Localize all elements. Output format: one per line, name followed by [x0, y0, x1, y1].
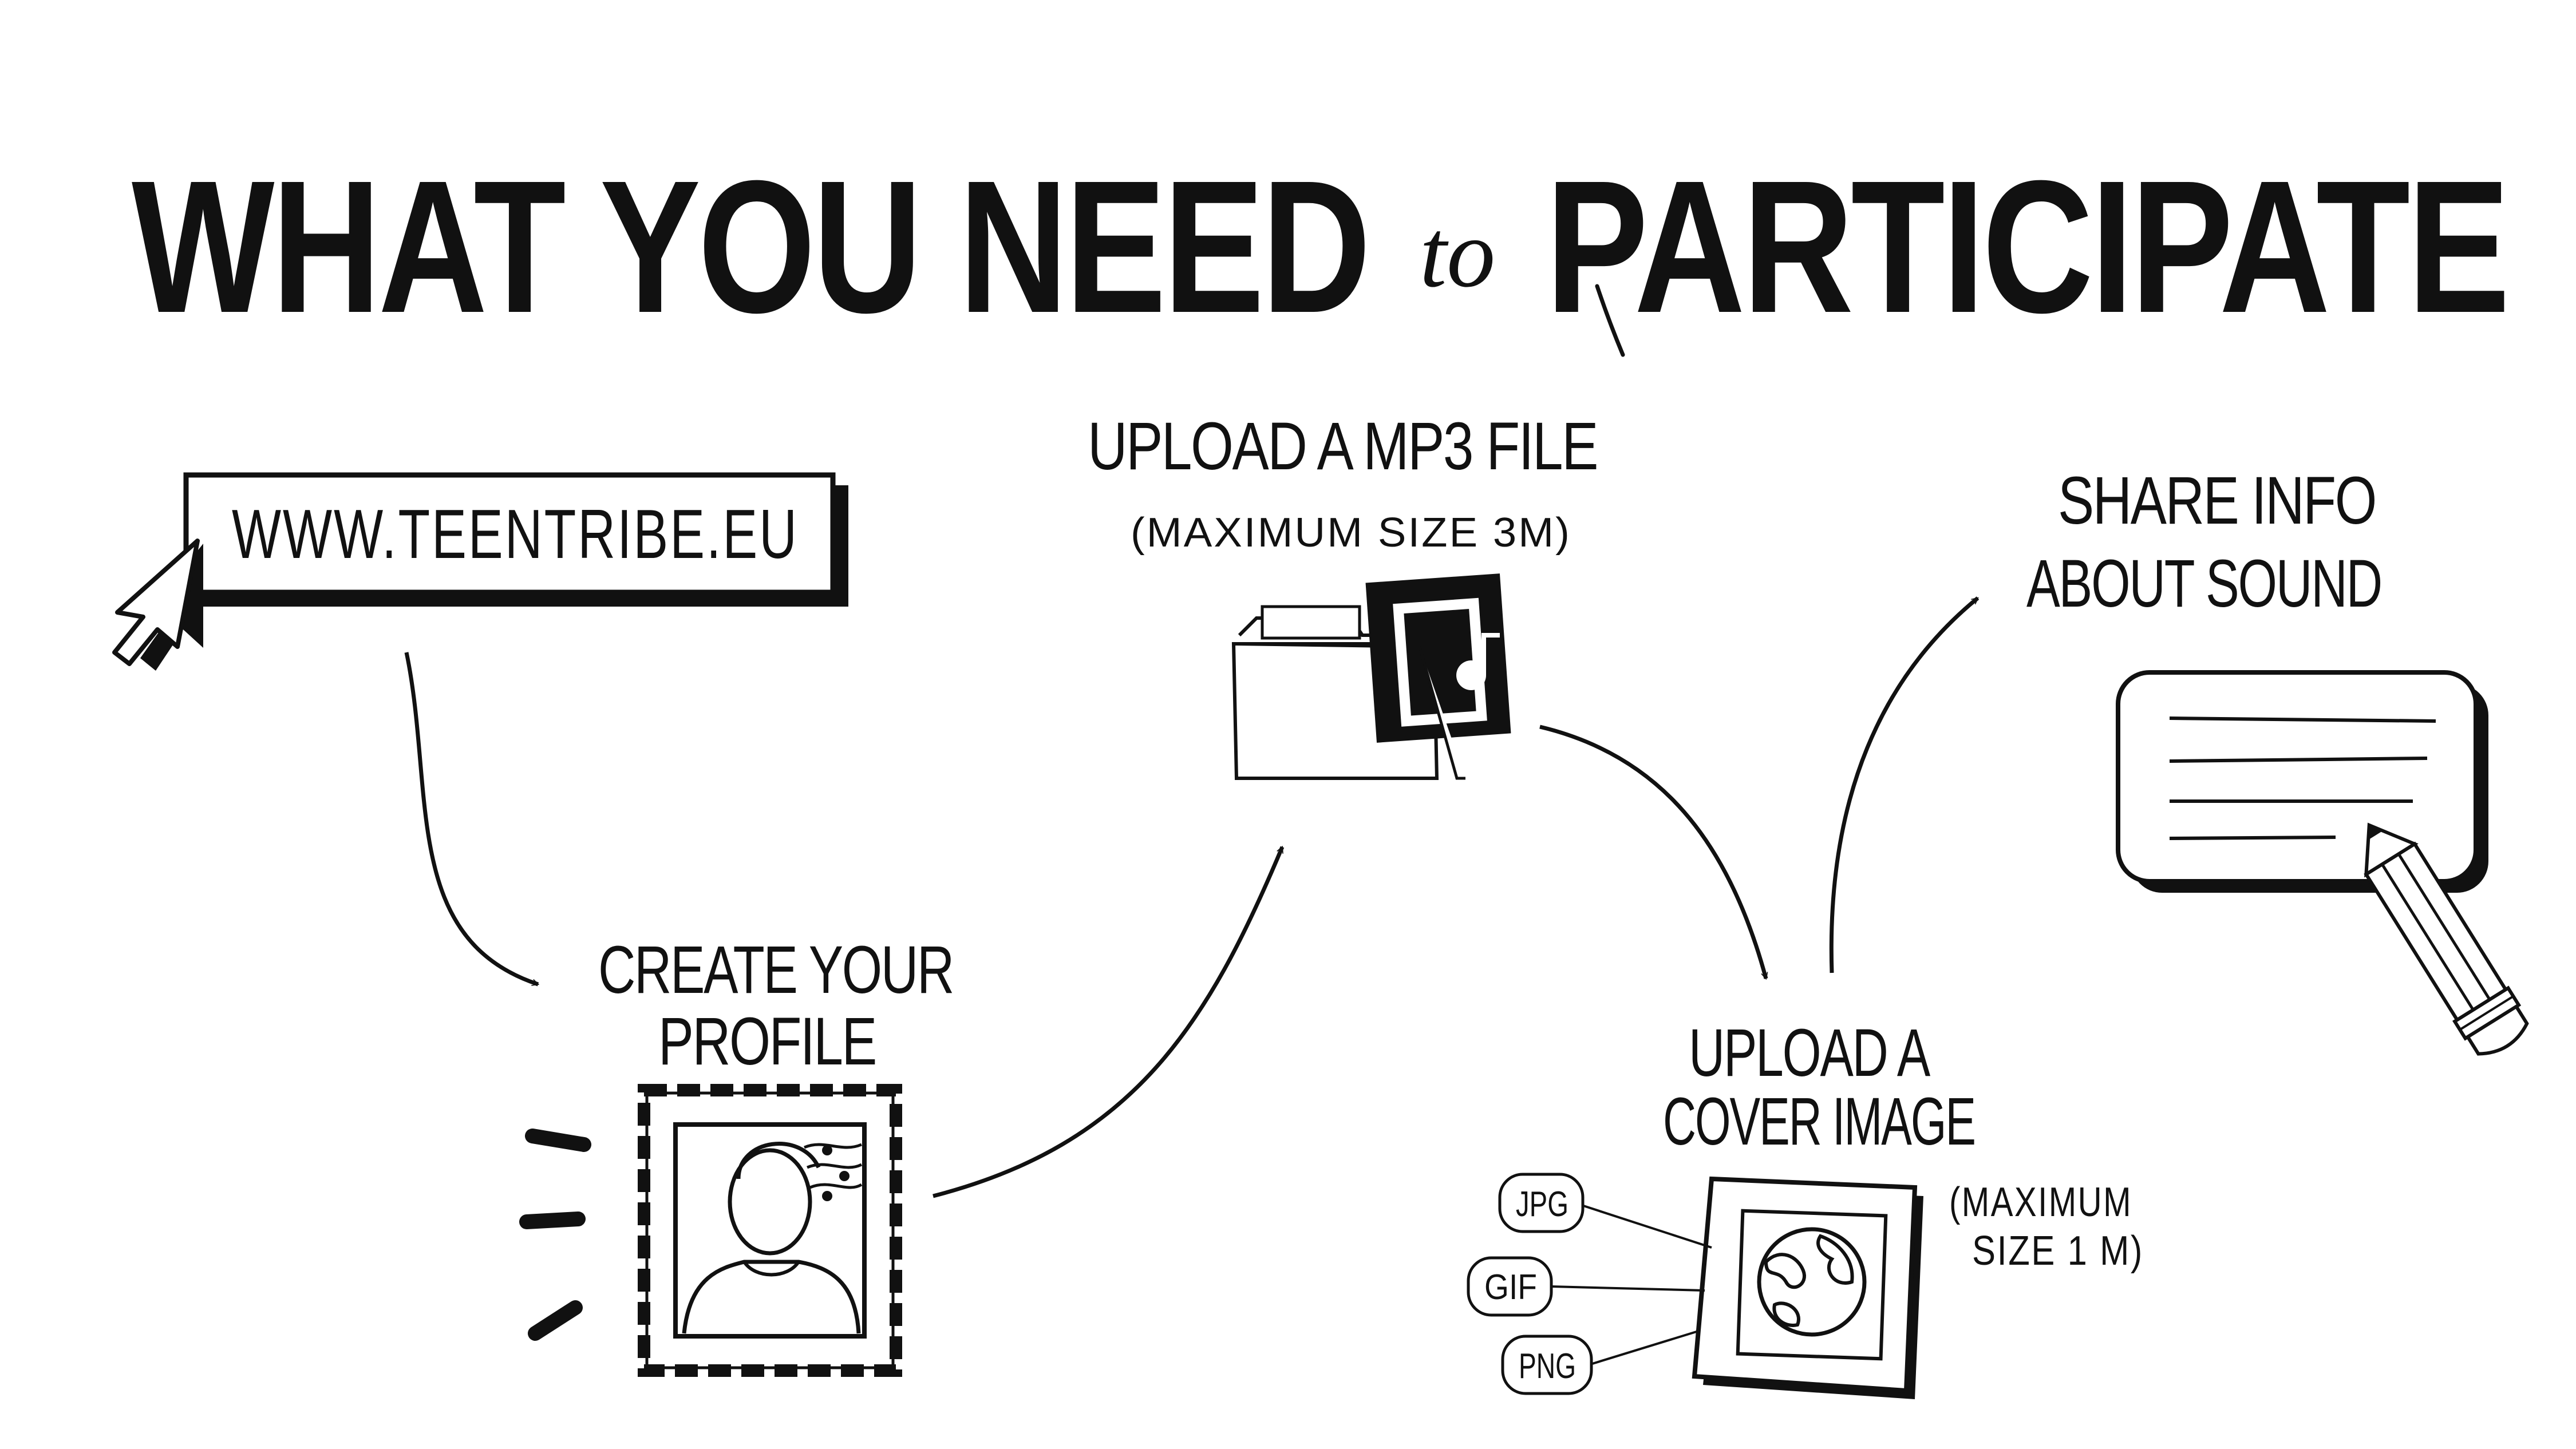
mp3-size-note: (MAXIMUM SIZE 3M)	[1131, 510, 1571, 556]
step-upload-mp3: UPLOAD A MP3 FILE (MAXIMUM SIZE 3M)	[1088, 409, 1599, 780]
title-part-2: PARTICIPATE	[1546, 141, 2507, 352]
arrow-cover-to-share	[1829, 596, 1980, 973]
cover-label-line-1: UPLOAD A	[1689, 1015, 1930, 1091]
format-label-jpg: JPG	[1516, 1185, 1568, 1224]
step-upload-cover: UPLOAD A COVER IMAGE (MAXIMUM SIZE 1 M) …	[1467, 1015, 2144, 1399]
cursor-arrow-icon	[112, 539, 203, 671]
title-connector: to	[1420, 200, 1495, 307]
step-create-profile: CREATE YOUR PROFILE	[519, 932, 955, 1377]
format-tag-gif: GIF	[1467, 1256, 1705, 1317]
cover-label-line-2: COVER IMAGE	[1663, 1084, 1975, 1159]
arrow-profile-to-mp3	[933, 847, 1285, 1198]
share-label-line-1: SHARE INFO	[2058, 463, 2376, 539]
title-flourish	[1595, 284, 1625, 357]
arrow-website-to-profile	[404, 652, 538, 987]
emphasis-marks	[519, 1129, 591, 1341]
share-label-line-2: ABOUT SOUND	[2026, 546, 2381, 621]
step-share-info: SHARE INFO ABOUT SOUND	[2026, 463, 2529, 1056]
format-label-gif: GIF	[1484, 1268, 1537, 1307]
website-url[interactable]: WWW.TEENTRIBE.EU	[232, 495, 799, 573]
profile-label-line-1: CREATE YOUR	[598, 932, 953, 1008]
page-title: WHAT YOU NEED to PARTICIPATE	[132, 141, 2511, 357]
arrow-mp3-to-cover	[1539, 724, 1766, 979]
mp3-label: UPLOAD A MP3 FILE	[1088, 409, 1597, 484]
music-notes-icon	[804, 1143, 863, 1201]
person-portrait-icon	[682, 1142, 861, 1334]
title-part-1: WHAT YOU NEED	[132, 141, 1368, 352]
format-tag-png: PNG	[1501, 1329, 1701, 1395]
cover-size-note-line-1: (MAXIMUM	[1949, 1179, 2132, 1225]
globe-icon	[1757, 1227, 1867, 1337]
format-tag-jpg: JPG	[1498, 1173, 1712, 1249]
music-note-icon	[1365, 573, 1511, 780]
flow-arrows	[404, 596, 1980, 1198]
website-url-box[interactable]: WWW.TEENTRIBE.EU	[183, 472, 848, 607]
profile-label-line-2: PROFILE	[658, 1004, 876, 1079]
format-label-png: PNG	[1519, 1347, 1576, 1386]
url-box-frame	[183, 472, 836, 595]
cover-size-note-line-2: SIZE 1 M)	[1972, 1228, 2144, 1274]
text-card-icon	[2116, 670, 2488, 893]
pencil-icon	[2364, 822, 2529, 1056]
